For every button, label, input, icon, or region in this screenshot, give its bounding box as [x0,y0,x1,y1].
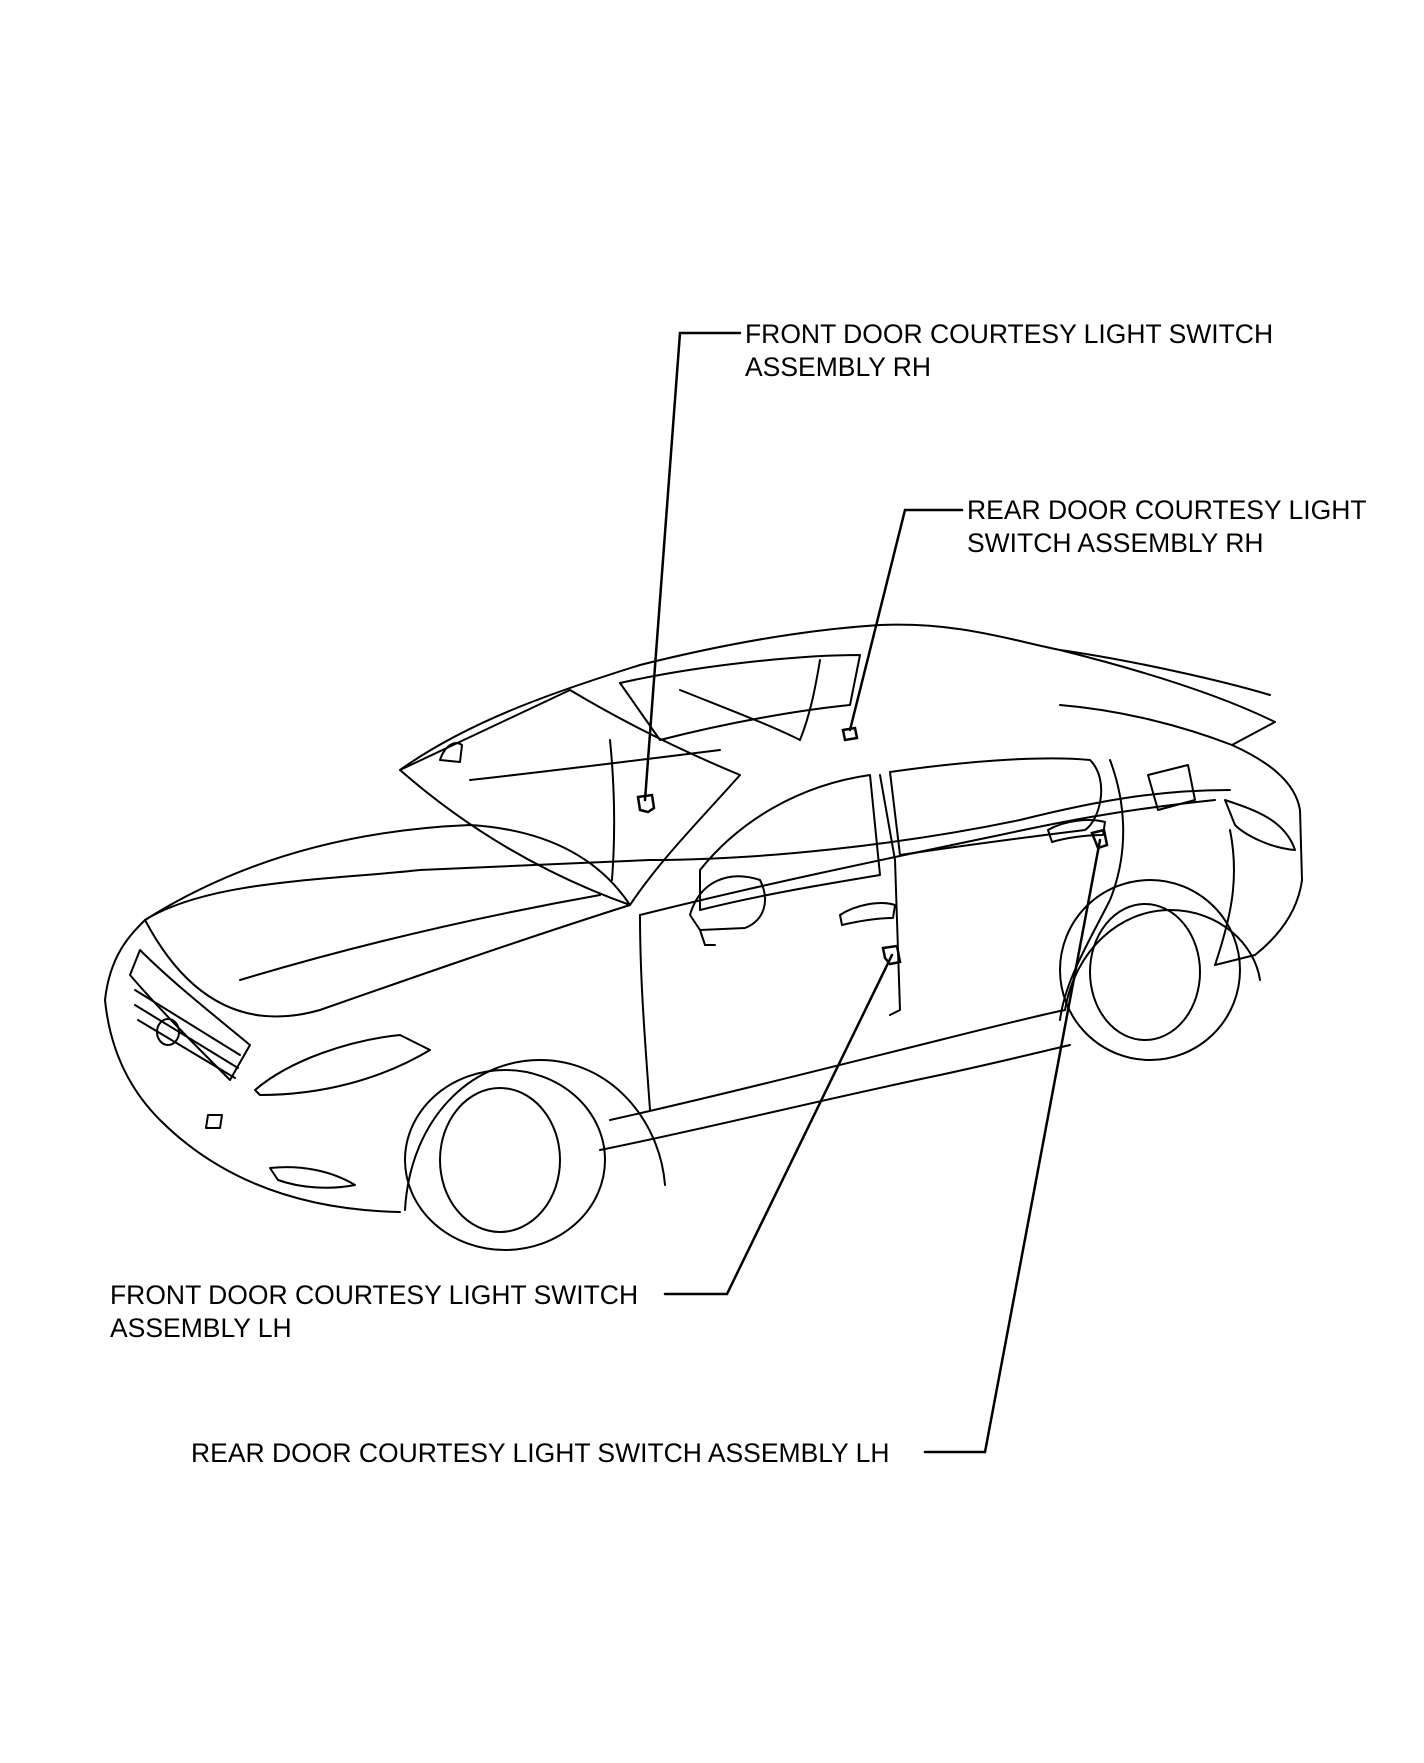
rear-door-glass [889,757,1103,856]
callout-rear-door-rh: REAR DOOR COURTESY LIGHT SWITCH ASSEMBLY… [967,494,1367,560]
front-rim [439,1087,561,1233]
front-door-front-edge [639,914,651,1111]
windshield-reflection-2 [609,739,616,881]
rear-rim [1089,903,1201,1041]
front-wheel-arch [404,1059,666,1211]
car-outline [104,623,1303,1251]
rear-wheel-arch [1064,909,1261,1011]
fuel-lid [1147,764,1196,811]
hood [144,824,631,1018]
emblem [156,1018,180,1046]
headlight [254,1034,431,1096]
callout-front-door-rh: FRONT DOOR COURTESY LIGHT SWITCH ASSEMBL… [745,318,1273,384]
windshield-reflection [469,749,721,781]
leader-rear-rh [848,508,964,732]
sunroof-inner [679,689,801,741]
rocker-panel [609,1009,1066,1121]
switch-markers [636,726,1109,966]
tow-hook-cover [205,1114,223,1129]
callout-rear-lh-line1: REAR DOOR COURTESY LIGHT SWITCH ASSEMBLY… [191,1438,890,1468]
trunk-lid [1059,649,1276,746]
grille-bars [134,989,241,1079]
front-bumper [104,999,401,1213]
hood-crease [239,894,601,981]
tail-light [1224,799,1296,851]
rear-door-handle [1047,819,1106,843]
rocker-panel-lower [599,1044,1071,1151]
leader-front-rh [643,331,742,802]
rear-door-rear-edge [1059,759,1125,1021]
front-door-handle [839,902,896,926]
rear-tail [1214,744,1303,966]
antenna-mirror-left [439,742,463,763]
switch-front-rh [636,793,656,814]
leader-front-lh [663,953,894,1296]
callout-front-rh-line1: FRONT DOOR COURTESY LIGHT SWITCH [745,319,1274,349]
callout-front-lh-line1: FRONT DOOR COURTESY LIGHT SWITCH [110,1280,639,1310]
callout-front-rh-line2: ASSEMBLY RH [745,352,932,382]
sunroof-frame [799,659,821,741]
switch-rear-lh [1090,828,1109,850]
roofline [399,623,1271,771]
switch-front-lh [881,944,902,966]
front-tire [404,1069,606,1251]
fog-light [269,1166,356,1189]
rear-fender [1214,829,1235,966]
leader-lines [643,331,1102,1454]
side-mirror [689,875,766,931]
callout-rear-rh-line1: REAR DOOR COURTESY LIGHT [967,495,1367,525]
rear-tire [1059,879,1241,1061]
front-door-glass [699,774,881,911]
side-mirror-base [699,929,716,946]
sunroof [619,654,861,741]
callout-front-lh-line2: ASSEMBLY LH [110,1313,292,1343]
grille [129,949,251,1081]
b-pillar [879,774,901,1016]
callout-front-door-lh: FRONT DOOR COURTESY LIGHT SWITCH ASSEMBL… [110,1279,638,1345]
callout-rear-door-lh: REAR DOOR COURTESY LIGHT SWITCH ASSEMBLY… [191,1437,890,1470]
windshield [399,689,741,906]
leader-rear-lh [923,838,1102,1454]
callout-rear-rh-line2: SWITCH ASSEMBLY RH [967,528,1264,558]
